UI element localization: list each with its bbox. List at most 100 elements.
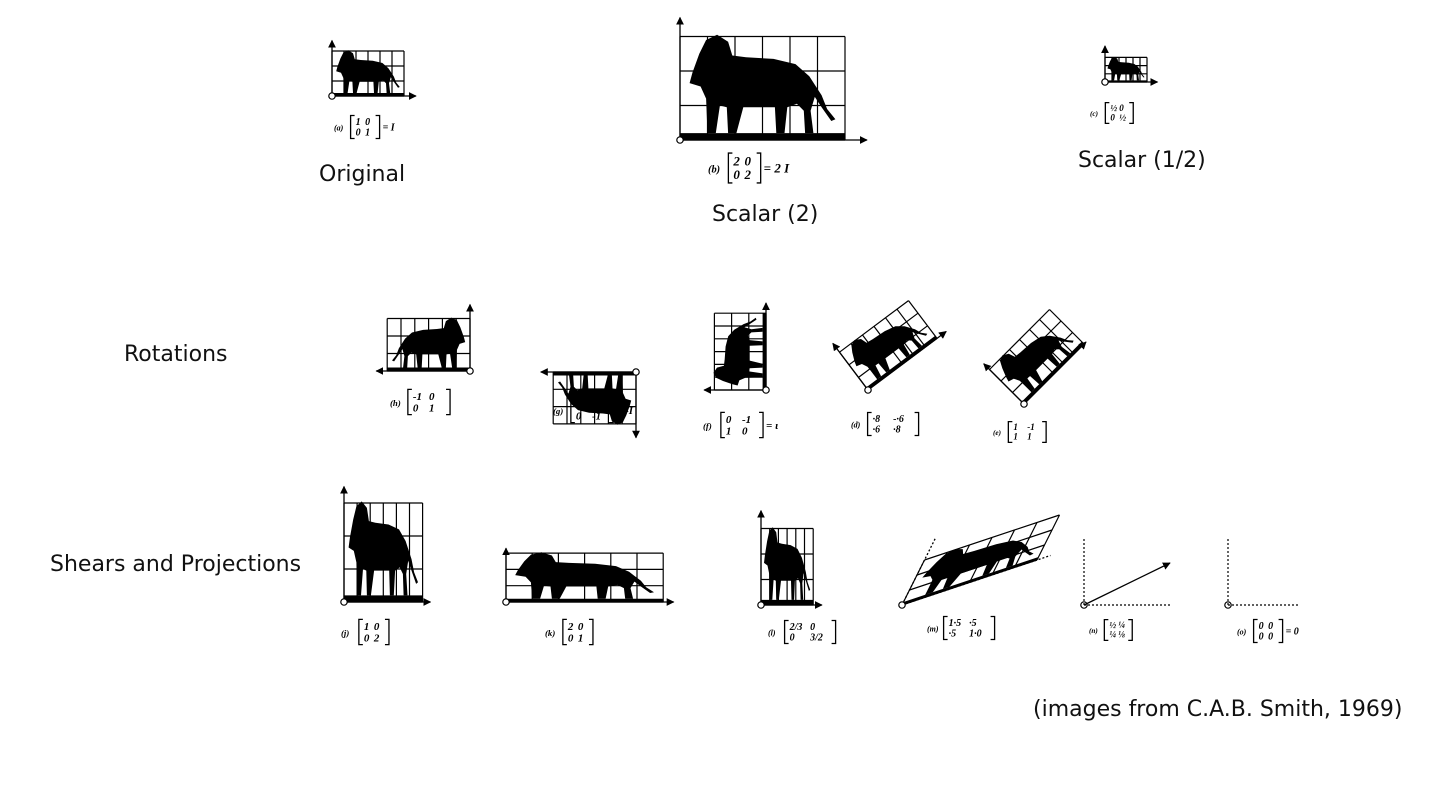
matrix-entry-n-11: ⅛ <box>1118 630 1125 640</box>
caption-suffix-f: = ι <box>766 420 778 432</box>
bracket-left-o <box>1252 618 1258 644</box>
caption-tag-a: (a) <box>334 124 344 133</box>
bracket-left-g <box>570 396 575 424</box>
bracket-left-f <box>720 411 725 439</box>
label-scalar-2: Scalar (2) <box>712 202 819 227</box>
lion-silhouette-m <box>922 540 1034 595</box>
bracket-left-a <box>349 114 355 140</box>
matrix-entry-h-01: 0 <box>429 391 435 403</box>
caption-tag-e: (e) <box>993 429 1001 437</box>
bracket-right-e <box>1042 421 1047 443</box>
bracket-left-c <box>1104 102 1110 124</box>
caption-tag-l: (l) <box>768 629 776 638</box>
bracket-left-n <box>1103 619 1109 641</box>
bracket-right-f <box>759 411 764 439</box>
matrix-entry-d-00: ·8 <box>873 414 881 425</box>
matrix-entry-e-11: 1 <box>1027 432 1032 442</box>
matrix-entry-f-10: 1 <box>726 425 732 437</box>
panel-b <box>676 16 868 144</box>
x-axis-d <box>867 330 947 391</box>
panel-f <box>703 302 770 394</box>
bracket-left-b <box>727 152 733 184</box>
caption-tag-h: (h) <box>390 398 401 408</box>
matrix-entry-j-00: 1 <box>364 621 370 633</box>
lion-silhouette-h <box>392 317 466 368</box>
matrix-entry-d-10: ·6 <box>873 425 881 436</box>
caption-tag-m: (m) <box>927 625 939 634</box>
origin-marker-m <box>898 601 906 609</box>
matrix-entry-a-10: 0 <box>356 128 361 139</box>
matrix-entry-l-10: 0 <box>790 633 795 644</box>
lion-silhouette-e <box>1000 335 1074 392</box>
label-original: Original <box>319 162 406 187</box>
matrix-entry-l-11: 3/2 <box>809 633 823 644</box>
matrix-entry-j-11: 2 <box>373 632 380 644</box>
origin-marker-h <box>466 367 474 375</box>
y-axis-e <box>983 363 1025 405</box>
origin-marker-f <box>762 386 770 394</box>
panel-h <box>375 303 474 375</box>
label-shears-projections: Shears and Projections <box>50 552 302 577</box>
matrix-entry-e-10: 1 <box>1013 432 1018 442</box>
bracket-left-j <box>358 618 363 646</box>
matrix-entry-o-01: 0 <box>1268 621 1273 632</box>
caption-tag-j: (j) <box>341 628 349 638</box>
label-rotations: Rotations <box>124 342 228 367</box>
label-scalar-half: Scalar (1/2) <box>1078 148 1206 173</box>
bracket-right-d <box>914 411 920 437</box>
matrix-entry-h-00: -1 <box>413 391 422 403</box>
bracket-left-k <box>562 618 567 646</box>
matrix-caption-d: (d)·8-·6·6·8 <box>851 411 920 437</box>
matrix-entry-g-11: -1 <box>592 410 601 422</box>
matrix-entry-o-00: 0 <box>1259 621 1264 632</box>
panel-k <box>502 547 675 606</box>
bracket-left-d <box>866 411 872 437</box>
label-source-citation: (images from C.A.B. Smith, 1969) <box>1033 697 1403 722</box>
matrix-entry-n-00: ½ <box>1109 620 1116 630</box>
caption-tag-c: (c) <box>1090 110 1098 118</box>
matrix-entry-j-01: 0 <box>374 621 380 633</box>
x-axis-e <box>1023 341 1087 405</box>
panel-n <box>1080 537 1171 609</box>
matrix-entry-g-00: -1 <box>576 399 585 411</box>
panel-m <box>898 514 1061 609</box>
origin-marker-b <box>676 136 684 144</box>
matrix-entry-d-01: -·6 <box>893 414 904 425</box>
matrix-entry-n-10: ¼ <box>1109 630 1116 640</box>
matrix-entry-m-11: 1·0 <box>969 629 982 640</box>
matrix-entry-e-00: 1 <box>1013 422 1018 432</box>
matrix-entry-b-10: 0 <box>733 167 740 182</box>
lion-silhouette-b <box>689 34 836 134</box>
matrix-entry-m-00: 1·5 <box>949 618 962 629</box>
matrix-entry-c-00: ½ <box>1110 103 1117 113</box>
matrix-entry-c-10: 0 <box>1110 113 1115 123</box>
bracket-right-h <box>446 388 451 416</box>
panel-e <box>983 309 1087 408</box>
matrix-entry-l-01: 0 <box>810 622 815 633</box>
matrix-entry-m-10: ·5 <box>949 629 957 640</box>
matrix-entry-l-00: 2/3 <box>789 622 803 633</box>
matrix-entry-k-00: 2 <box>567 621 574 633</box>
matrix-entry-f-01: -1 <box>742 414 751 426</box>
bracket-right-a <box>375 114 381 140</box>
matrix-entry-k-11: 1 <box>578 632 584 644</box>
bracket-right-j <box>384 618 390 646</box>
matrix-entry-b-01: 0 <box>745 153 752 168</box>
origin-marker-c <box>1101 78 1109 86</box>
bracket-right-g <box>609 396 614 424</box>
matrix-entry-o-10: 0 <box>1259 632 1264 643</box>
caption-suffix-b: = 2 I <box>764 161 790 176</box>
bracket-right-k <box>588 618 594 646</box>
origin-marker-a <box>328 92 336 100</box>
origin-marker-e <box>1020 400 1028 408</box>
lion-silhouette-f <box>713 317 763 386</box>
bracket-right-o <box>1278 618 1284 644</box>
matrix-entry-a-01: 0 <box>365 117 370 128</box>
